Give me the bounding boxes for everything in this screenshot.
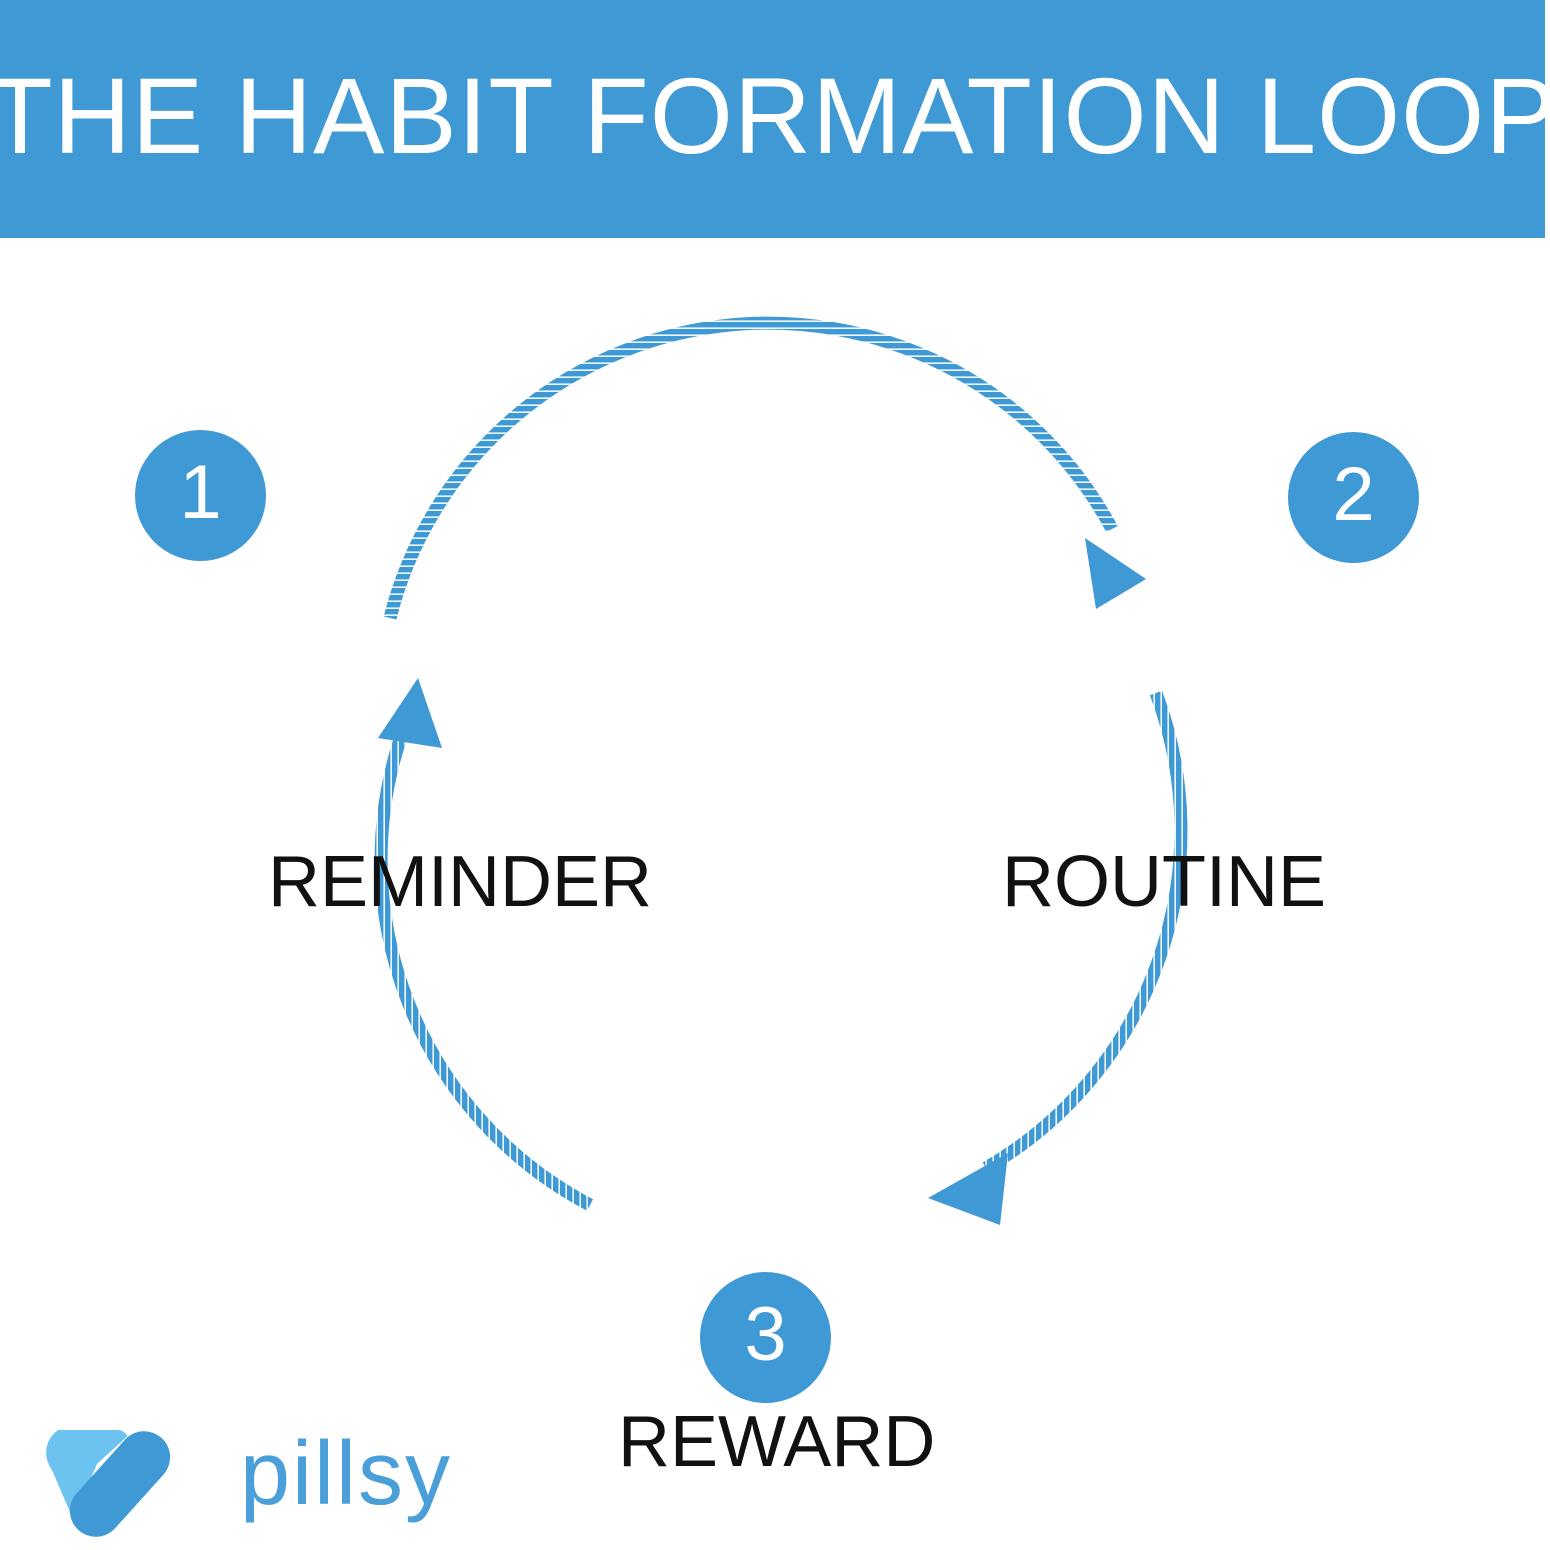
arrowhead-reminder bbox=[378, 678, 442, 748]
arc-left bbox=[374, 725, 594, 1211]
step-badge-2-number: 2 bbox=[1332, 451, 1375, 537]
page-title: THE HABIT FORMATION LOOP bbox=[0, 55, 1550, 176]
habit-loop-diagram: REMINDER ROUTINE REWARD bbox=[0, 238, 1550, 1478]
header-banner: THE HABIT FORMATION LOOP bbox=[0, 0, 1550, 238]
pillsy-heart-pill-logo-icon bbox=[46, 1430, 171, 1537]
logo-capsule-light bbox=[46, 1430, 129, 1520]
step-badge-1: 1 bbox=[135, 430, 266, 561]
arrow-reward-to-reminder bbox=[374, 678, 594, 1211]
loop-arcs-svg bbox=[374, 316, 1188, 1225]
stage-label-routine: ROUTINE bbox=[1002, 842, 1326, 922]
logo-capsule-dark bbox=[69, 1431, 171, 1537]
step-badge-2: 2 bbox=[1288, 432, 1419, 563]
step-badge-3-number: 3 bbox=[744, 1291, 787, 1377]
stage-label-reward: REWARD bbox=[618, 1402, 936, 1482]
stage-label-reminder: REMINDER bbox=[268, 842, 653, 922]
arrow-reminder-to-routine bbox=[383, 316, 1146, 620]
arrowhead-routine bbox=[1085, 538, 1146, 609]
arc-right bbox=[982, 690, 1188, 1174]
arrow-routine-to-reward bbox=[928, 690, 1188, 1225]
brand-lockup: pillsy bbox=[40, 1420, 460, 1540]
arrowhead-reward bbox=[928, 1153, 1008, 1225]
arc-top bbox=[383, 316, 1118, 620]
step-badge-1-number: 1 bbox=[179, 449, 222, 535]
step-badge-3: 3 bbox=[700, 1272, 831, 1403]
brand-wordmark: pillsy bbox=[240, 1424, 453, 1524]
